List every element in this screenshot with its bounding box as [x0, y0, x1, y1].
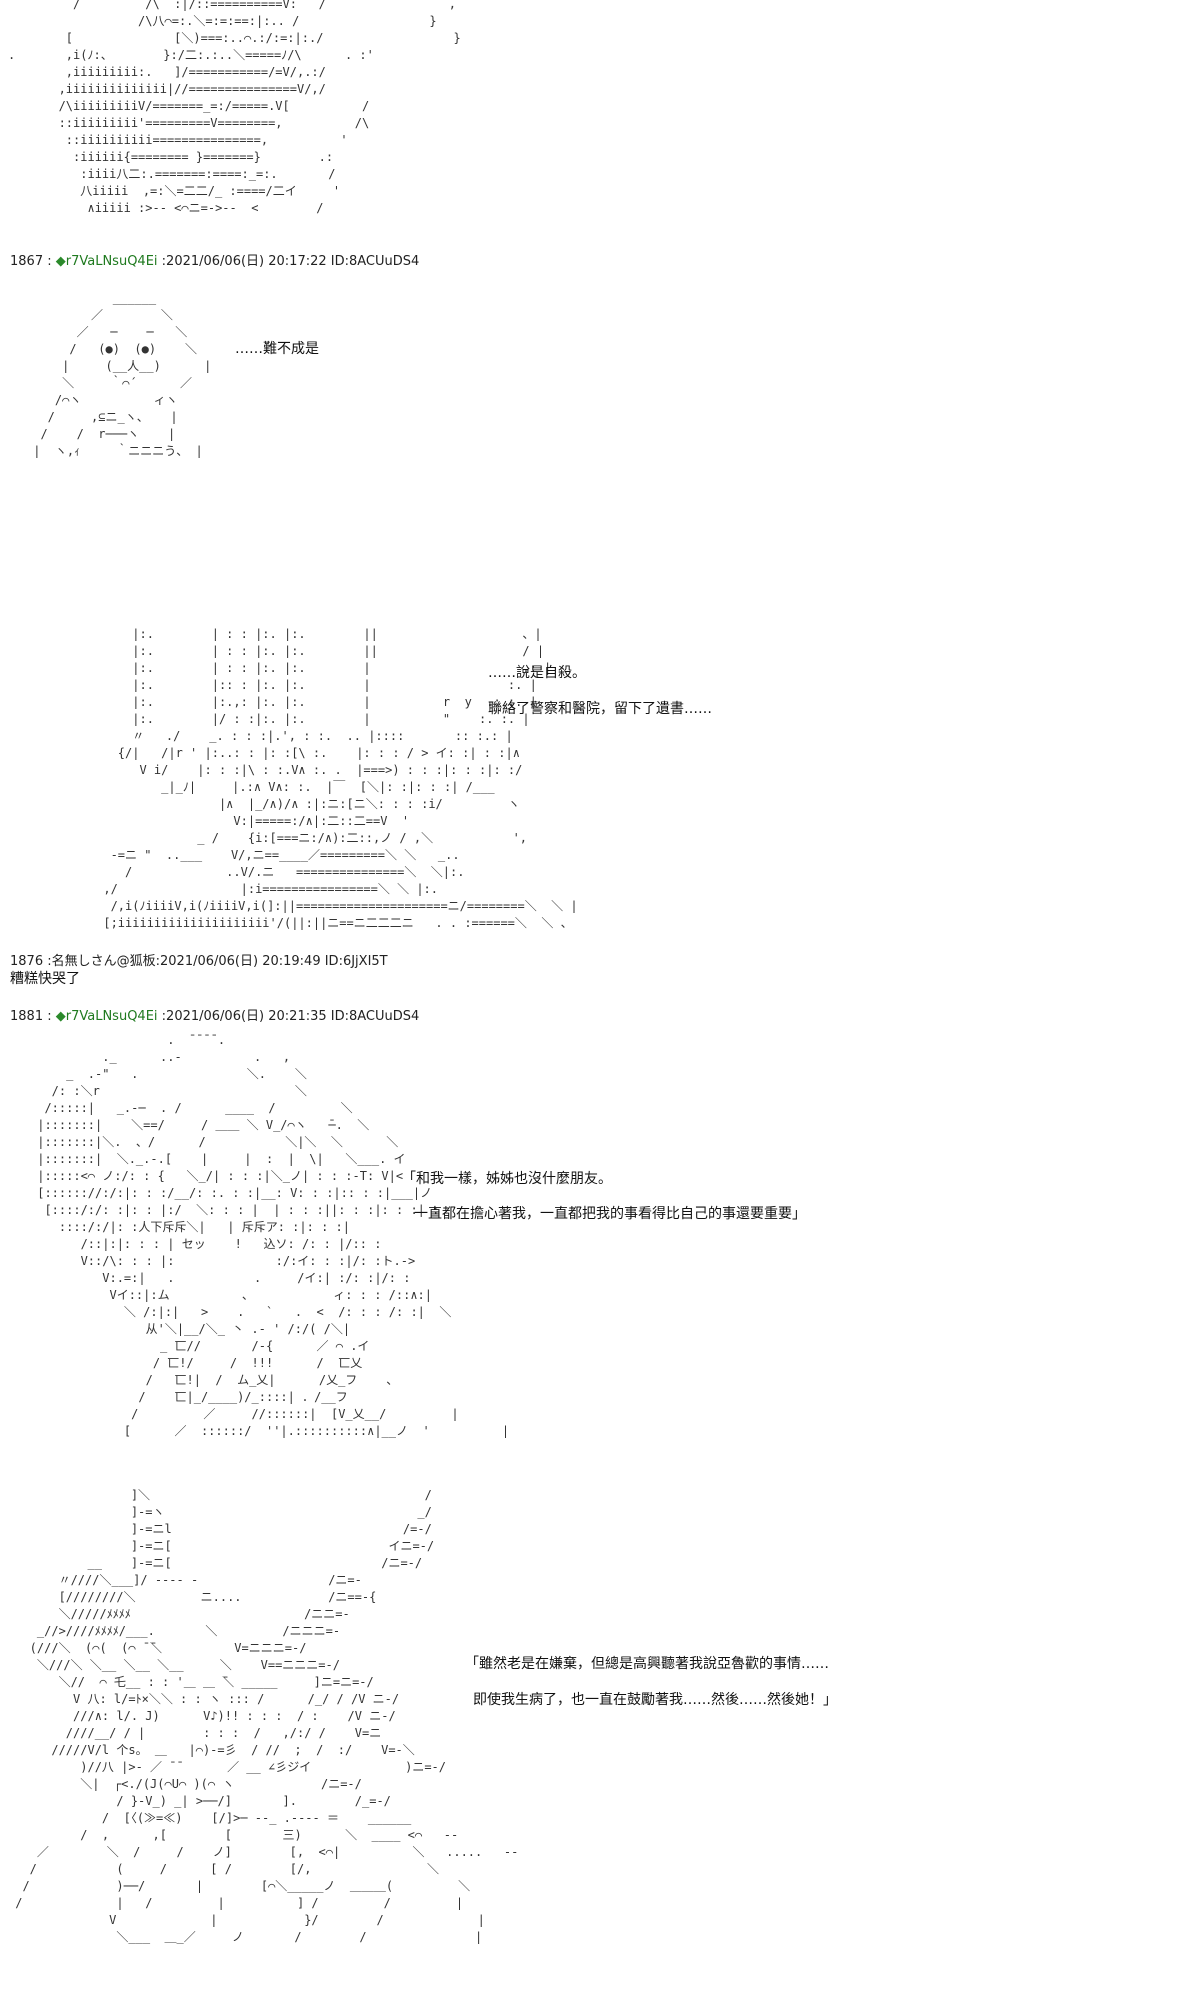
ascii-art-yaranaio-face: ______ ／ ＼ ／ ─ ─ ＼ / (●) (●) ＼ | (__人__)…	[33, 291, 212, 458]
trip-code: r7VaLNsuQ4Ei	[65, 254, 158, 269]
post-line: 即使我生病了，也一直在鼓勵著我……然後……然後她！」	[473, 1692, 837, 1708]
post-number: 1876	[10, 954, 44, 969]
post-separator: :	[43, 954, 52, 969]
ascii-art-girl: . ̄ ̄ ̄ ̄ . ._ ..- . , _ .-" . ＼. ＼ /: :…	[37, 1033, 510, 1438]
post-header-1876: 1876 :名無しさん@狐板:2021/06/06(日) 20:19:49 ID…	[10, 950, 388, 969]
post-header-1867: 1867 : ◆r7VaLNsuQ4Ei :2021/06/06(日) 20:1…	[10, 250, 419, 269]
post-line: 「和我一樣，姊姊也沒什麼朋友。	[402, 1171, 612, 1187]
post-meta: :2021/06/06(日) 20:21:35 ID:8ACUuDS4	[157, 1009, 420, 1024]
post-meta: :2021/06/06(日) 20:19:49 ID:6JjXI5T	[155, 954, 388, 969]
post-line: 聯絡了警察和醫院，留下了遺書……	[488, 701, 712, 717]
ascii-art-top: / /\ :|/::==========V: / , /\八⌒=:.＼=:=:=…	[8, 0, 461, 215]
post-line: 「雖然老是在嫌棄，但總是高興聽著我說亞魯歡的事情……	[465, 1656, 829, 1672]
trip-code: r7VaLNsuQ4Ei	[65, 1009, 158, 1024]
trip-diamond-icon: ◆	[55, 1009, 66, 1024]
post-meta: :2021/06/06(日) 20:17:22 ID:8ACUuDS4	[157, 254, 420, 269]
post-line: ……說是自殺。	[488, 665, 586, 681]
reply-text: 糟糕快哭了	[10, 971, 80, 987]
post-separator: :	[43, 1009, 56, 1024]
post-separator: :	[43, 254, 56, 269]
post-line: ……難不成是	[235, 341, 319, 357]
ascii-art-character: ]＼ / ]-=ヽ _/ ]-=ニl /=-/ ]-=ニ[	[15, 1488, 519, 1944]
post-number: 1867	[10, 254, 44, 269]
ascii-art-scene: |:. | : : |:. |:. || 、| |:. | : : |:. |:…	[103, 627, 578, 930]
trip-diamond-icon: ◆	[55, 254, 66, 269]
post-line: 一直都在擔心著我，一直都把我的事看得比自己的事還要重要」	[414, 1206, 806, 1222]
post-header-1881: 1881 : ◆r7VaLNsuQ4Ei :2021/06/06(日) 20:2…	[10, 1005, 419, 1024]
poster-name: 名無しさん@狐板	[51, 954, 156, 969]
post-number: 1881	[10, 1009, 44, 1024]
